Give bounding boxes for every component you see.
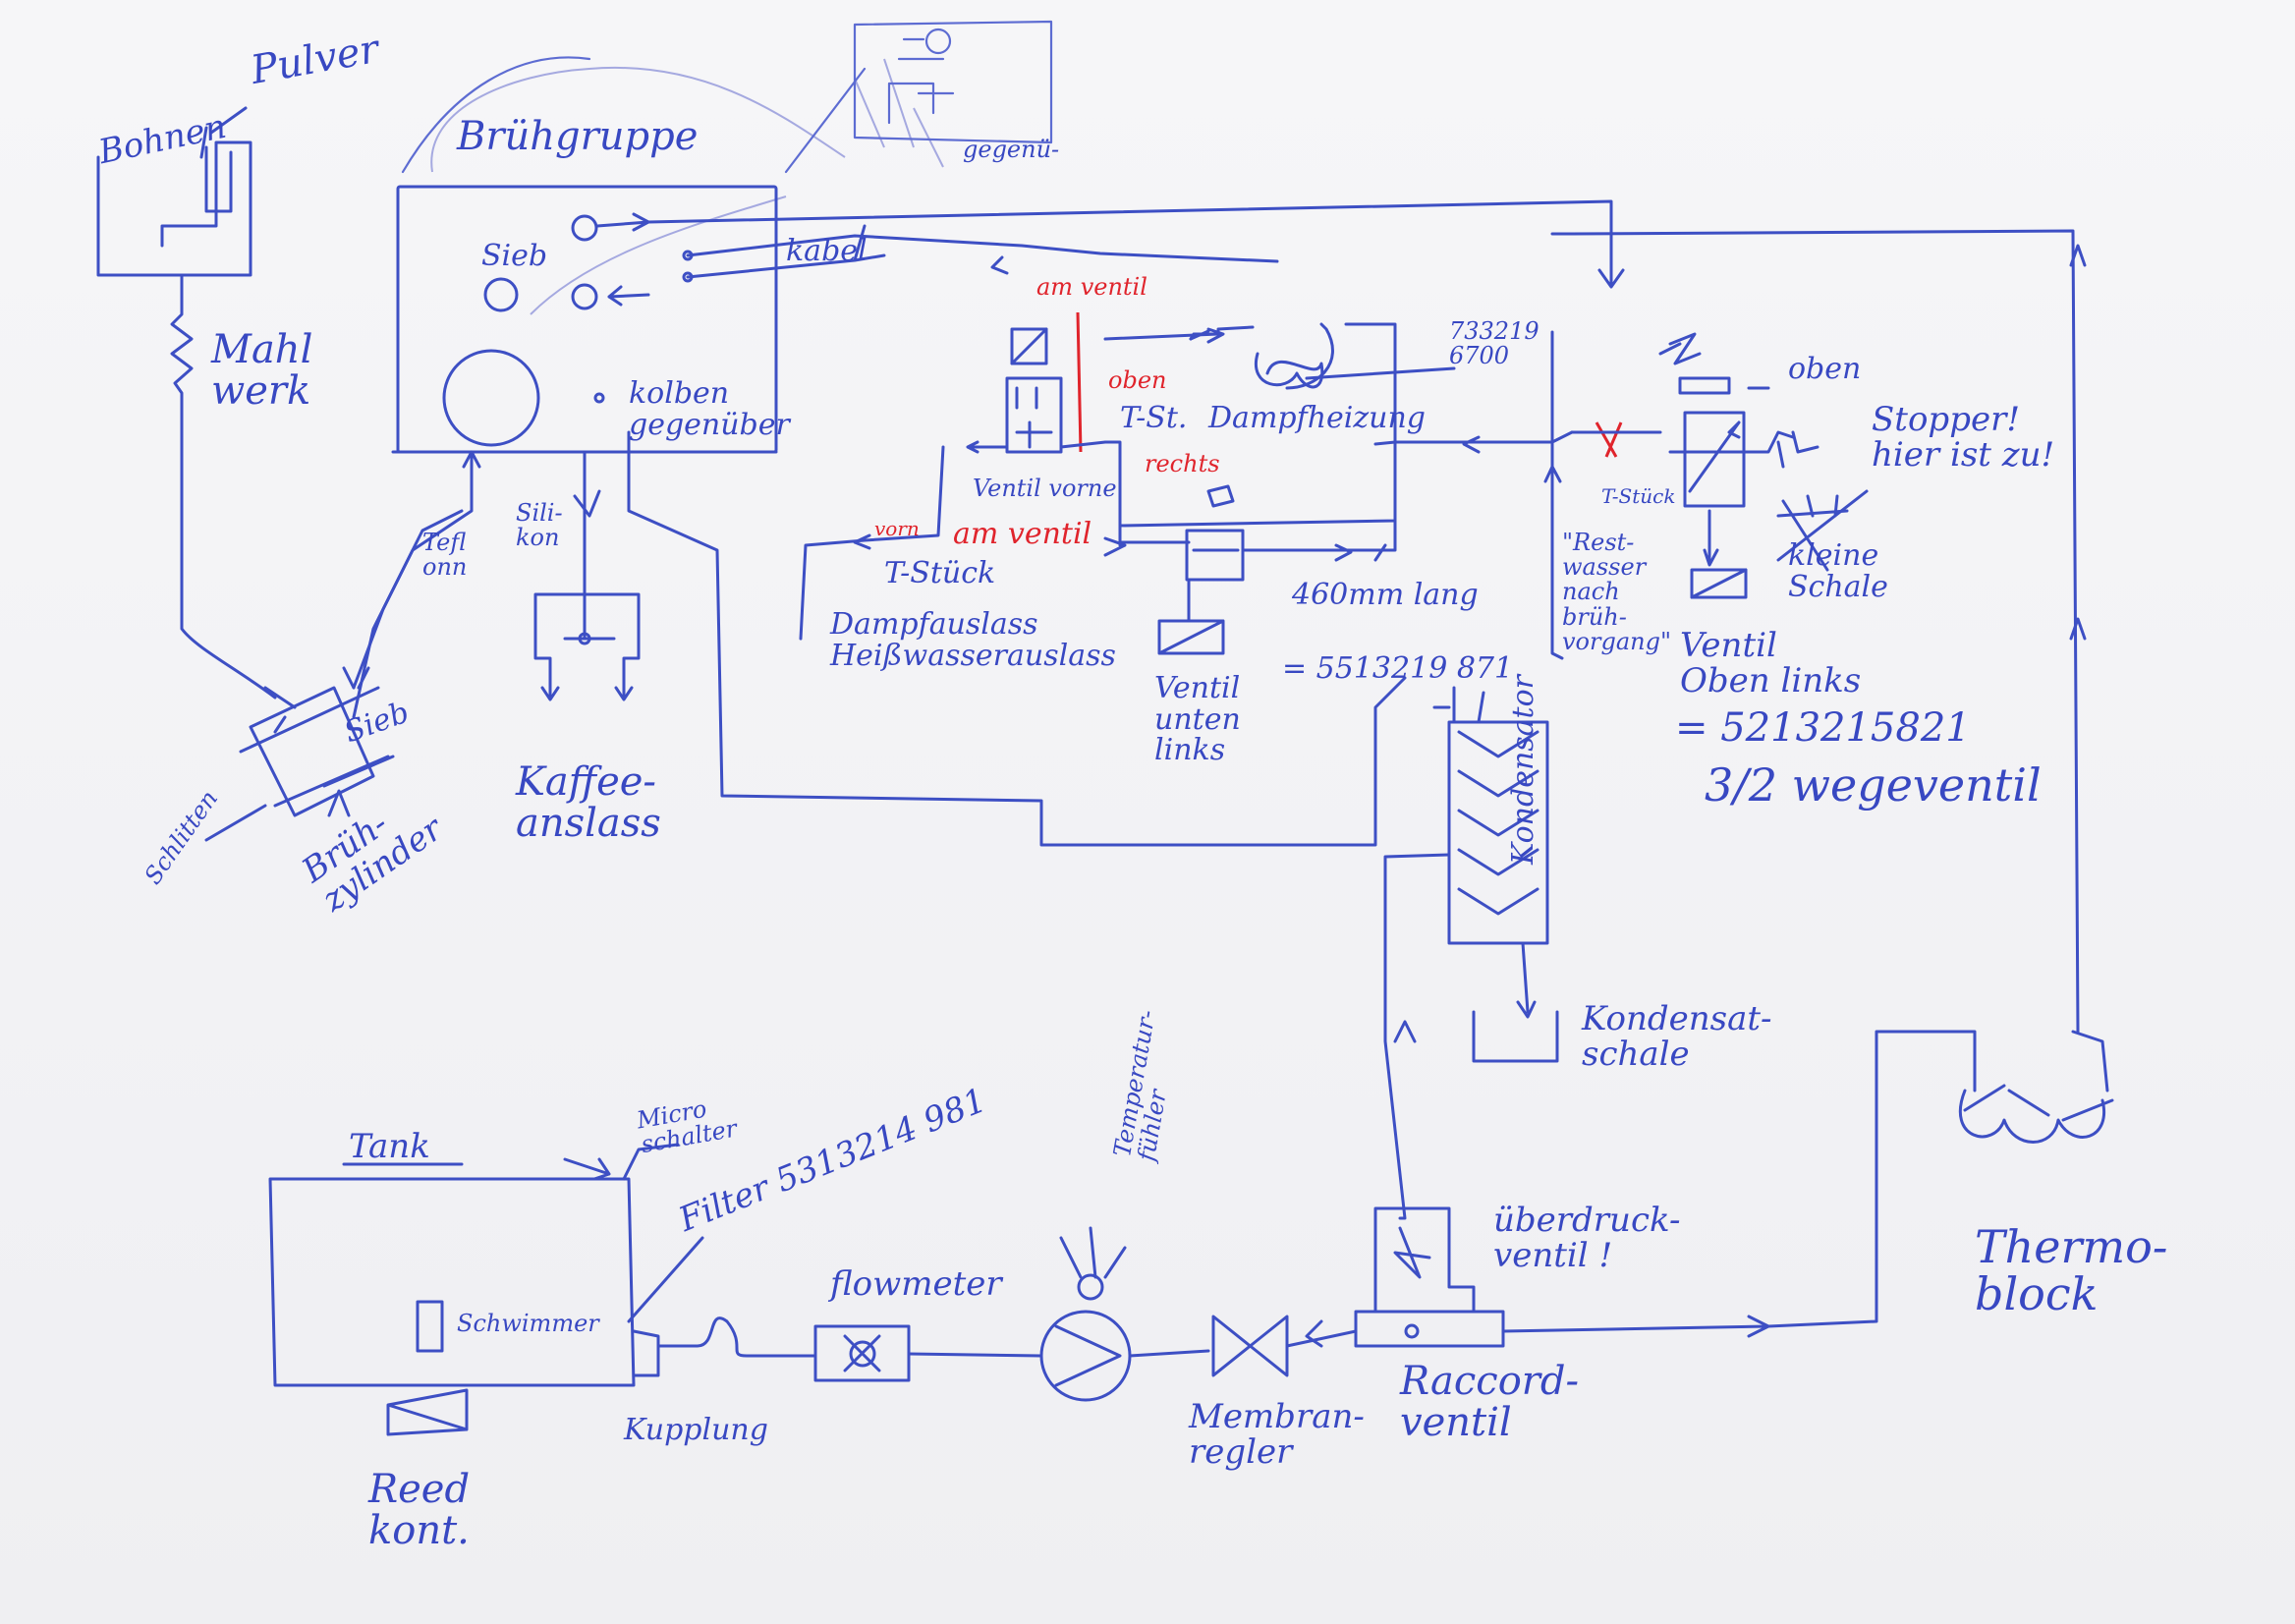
valve-upper-left <box>1658 332 1731 395</box>
label-teflon: Tefl onn <box>422 529 468 582</box>
label-schwimmer: Schwimmer <box>457 1310 599 1337</box>
label-partnr-1: = 5513219 871 <box>1282 651 1514 686</box>
label-thermoblock: Thermo- block <box>1975 1220 2168 1321</box>
label-kleine-schale: kleine Schale <box>1788 538 1888 604</box>
label-oben-right: oben <box>1788 352 1862 386</box>
label-reed-kont: Reed kont. <box>368 1467 471 1553</box>
label-ueberdruckventil: überdruck- ventil ! <box>1493 1201 1681 1275</box>
small-bowl-crossed <box>1776 489 1869 572</box>
sketch-box <box>853 20 1053 144</box>
label-silikon: Sili- kon <box>516 499 563 552</box>
label-rechts-red: rechts <box>1145 450 1220 477</box>
label-t-stueck-right: T-Stück <box>1601 484 1676 508</box>
label-am-ventil-mid: am ventil <box>953 517 1092 551</box>
valve-front <box>1010 327 1048 365</box>
label-kondensatschale: Kondensat- schale <box>1582 999 1772 1074</box>
label-gegenueber-top: gegenü- <box>963 136 1060 163</box>
label-sieb-upper: Sieb <box>481 239 548 273</box>
water-tank <box>268 1177 636 1387</box>
label-kupplung: Kupplung <box>624 1413 768 1447</box>
label-membranregler: Membran- regler <box>1189 1397 1365 1472</box>
label-raccordventil: Raccord- ventil <box>1400 1359 1580 1445</box>
label-dampfauslass: Dampfauslass Heißwasserauslass <box>830 607 1116 673</box>
thermoblock-coil <box>1958 1084 2114 1144</box>
label-dampfheizung: Dampfheizung <box>1208 401 1427 435</box>
red-t-piece <box>1595 421 1623 458</box>
label-partnr-2: = 5213215821 <box>1675 705 1971 751</box>
label-tank: Tank <box>349 1127 430 1166</box>
label-flowmeter: flowmeter <box>830 1264 1002 1304</box>
label-laenge: 460mm lang <box>1292 578 1479 612</box>
label-t-stueck-top: T-St. <box>1120 401 1188 435</box>
label-kolben-gegenueber: kolben gegenüber <box>629 376 790 442</box>
coffee-outlet <box>533 592 641 700</box>
brew-cylinder <box>249 686 375 817</box>
membrane-regulator <box>1211 1315 1289 1377</box>
label-ventil-vorne: Ventil vorne <box>973 475 1117 502</box>
grinder-spring <box>170 273 277 700</box>
label-stopper: Stopper! hier ist zu! <box>1872 400 2055 475</box>
valve-lower-left <box>1206 484 1235 508</box>
label-am-ventil-top: am ventil <box>1036 273 1148 301</box>
label-kondensator: Kondensator <box>1506 674 1540 865</box>
label-bruehgruppe: Brühgruppe <box>457 114 699 159</box>
condenser <box>1447 720 1549 945</box>
label-t-stueck-mid: T-Stück <box>884 556 996 590</box>
bean-hopper <box>96 140 252 277</box>
label-partnr-top: 733219 6700 <box>1449 317 1539 370</box>
label-oben-red: oben <box>1108 366 1167 394</box>
label-mahlwerk: Mahl werk <box>211 327 313 414</box>
label-kabel: kabel <box>786 234 868 268</box>
label-vorn-red: vorn <box>874 517 920 540</box>
label-ventil-oben-links: Ventil Oben links <box>1680 626 1862 700</box>
label-restwasser: "Rest- wasser nach brüh- vorgang" <box>1562 529 1672 655</box>
label-ventil-unten-links: Ventil unten links <box>1154 671 1241 767</box>
raccord-valve <box>1354 1310 1505 1348</box>
red-marker-line <box>1076 311 1083 453</box>
pencil-sketch-top <box>430 66 846 173</box>
label-kaffeeauslass: Kaffee- anslass <box>516 759 661 846</box>
label-wegeventil: 3/2 wegeventil <box>1705 758 2042 812</box>
